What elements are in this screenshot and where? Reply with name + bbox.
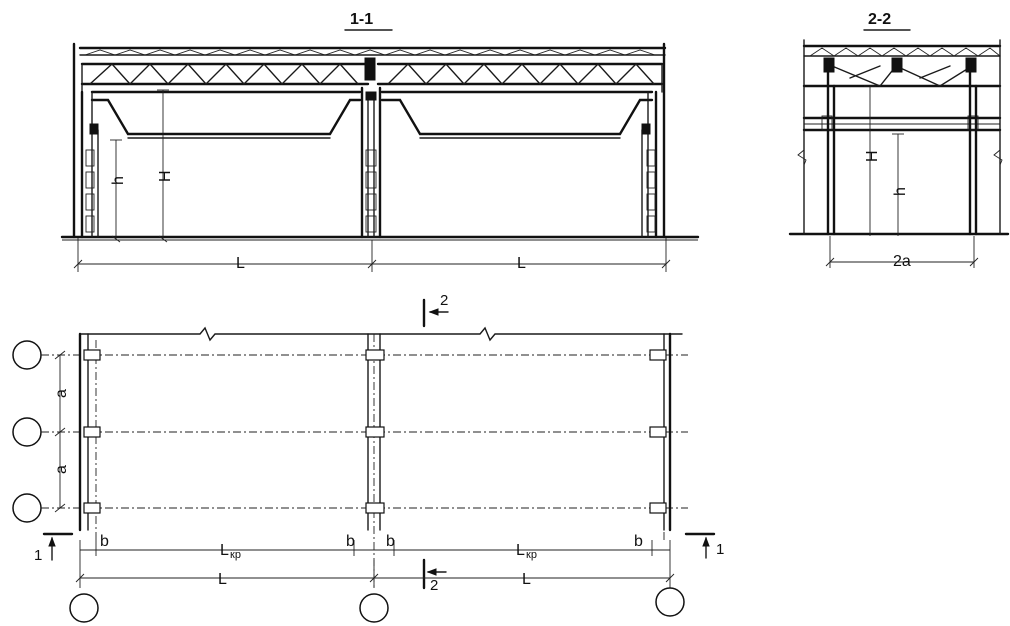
label-b-4: b [634,533,643,550]
column-right [641,42,666,239]
roof-truss-right [376,62,664,93]
column-left [72,42,99,239]
crane-girder-right [380,90,654,139]
column-block [365,502,385,514]
column-block [365,349,385,361]
section-1-1-title: 1-1 [350,11,373,28]
label-a-bottom: a [53,465,70,474]
axis-marker-3 [12,493,42,523]
crane-span-dimensions: b b b b L кр L кр [80,533,670,561]
column-block [83,349,101,361]
column-block [649,349,667,361]
label-2a-section2: 2a [893,253,911,270]
label-Lkr-left-sub: кр [230,549,241,561]
column-block [365,426,385,438]
column-block [649,502,667,514]
dimension-H-section1: H [157,89,174,243]
cut-2-top-label: 2 [440,292,448,309]
section-2-2-title: 2-2 [868,11,891,28]
column-block [83,426,101,438]
axis-marker-C [655,587,685,617]
column-middle [360,86,382,239]
label-Lkr-right: L [516,542,525,559]
label-b-3: b [386,533,395,550]
crane-girder-left [90,90,362,139]
roof-slab [78,46,667,56]
axis-marker-B [359,593,389,623]
truss-support-block [364,57,376,81]
dimension-span-section1: L L [73,238,671,272]
plan-top-edge [79,326,683,342]
section-1-1: 1-1 [60,11,700,272]
label-Lkr-right-sub: кр [526,549,537,561]
label-H-section2: H [864,150,881,162]
label-a-top: a [53,389,70,398]
dimension-h-section1: h [110,139,127,243]
label-H-section1: H [157,170,174,182]
roof-truss-left [80,62,370,93]
axis-marker-2 [12,417,42,447]
label-L-left-section1: L [236,255,245,272]
label-b-1: b [100,533,109,550]
label-L-right-section1: L [517,255,526,272]
label-b-2: b [346,533,355,550]
column-block [83,502,101,514]
label-h-section2: h [892,187,909,196]
cut-1-left-label: 1 [34,547,42,564]
axis-marker-1 [12,340,42,370]
cut-2-bottom-label: 2 [430,577,438,594]
axis-marker-A [69,593,99,623]
label-L-right-plan: L [522,571,531,588]
plan-view: 2 a a [12,292,724,623]
section-2-2: 2-2 H h [788,11,1010,270]
label-Lkr-left: L [220,542,229,559]
cut-1-right-label: 1 [716,541,724,558]
column-block [649,426,667,438]
label-L-left-plan: L [218,571,227,588]
label-h-section1: h [110,176,127,185]
